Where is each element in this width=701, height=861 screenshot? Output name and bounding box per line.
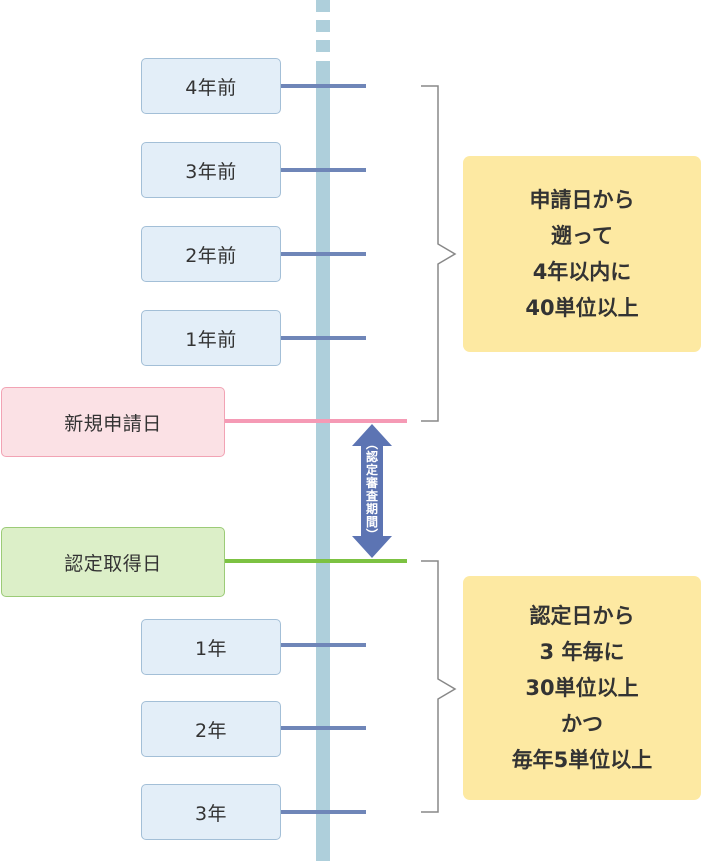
review-period-char: 認 (365, 450, 378, 464)
review-period-char: 審 (365, 476, 378, 490)
year-label: 3年前 (185, 160, 237, 183)
year-box-3-years-before: 3年前 (141, 142, 281, 198)
year-box-year-1: 1年 (141, 619, 281, 675)
year-box-year-3: 3年 (141, 784, 281, 840)
note-line: 40単位以上 (525, 296, 639, 320)
note-line: 30単位以上 (525, 676, 639, 700)
year-label: 3年 (194, 802, 228, 825)
year-box-2-years-before: 2年前 (141, 226, 281, 282)
requirement-note-before: 申請日から 遡って 4年以内に 40単位以上 (463, 156, 701, 352)
note-line: 4年以内に (532, 260, 632, 284)
note-line: 3 年毎に (539, 640, 625, 664)
review-period-arrow (352, 424, 392, 558)
year-box-1-year-before: 1年前 (141, 310, 281, 366)
timeline-dash (316, 40, 330, 52)
review-period-label: ︵ 認 定 審 査 期 間 ︶ (361, 438, 383, 542)
year-label: 1年前 (185, 328, 237, 351)
note-line: 認定日から (529, 604, 635, 628)
year-box-4-years-before: 4年前 (141, 58, 281, 114)
certification-date-label: 認定取得日 (64, 552, 162, 575)
review-period-char: 期 (365, 502, 378, 516)
year-box-year-2: 2年 (141, 701, 281, 757)
review-period-char: 間 (365, 515, 378, 529)
application-date-box: 新規申請日 (1, 387, 225, 457)
timeline-dash (316, 20, 330, 32)
year-label: 2年 (194, 719, 228, 742)
year-label: 4年前 (185, 76, 237, 99)
year-label: 1年 (194, 637, 228, 660)
review-period-char: ︵ (365, 437, 378, 451)
timeline-dash (316, 0, 330, 12)
lower-bracket (421, 560, 457, 813)
note-line: 毎年5単位以上 (511, 748, 653, 772)
note-line: かつ (561, 712, 603, 736)
review-period-char: 査 (365, 489, 378, 503)
review-period-char: ︶ (365, 528, 378, 542)
timeline-bar (316, 61, 330, 861)
certification-date-box: 認定取得日 (1, 527, 225, 597)
application-date-label: 新規申請日 (64, 412, 162, 435)
requirement-note-after: 認定日から 3 年毎に 30単位以上 かつ 毎年5単位以上 (463, 576, 701, 800)
year-label: 2年前 (185, 244, 237, 267)
note-line: 遡って (551, 224, 613, 248)
upper-bracket (421, 85, 457, 422)
note-line: 申請日から (529, 188, 635, 212)
review-period-char: 定 (365, 463, 378, 477)
